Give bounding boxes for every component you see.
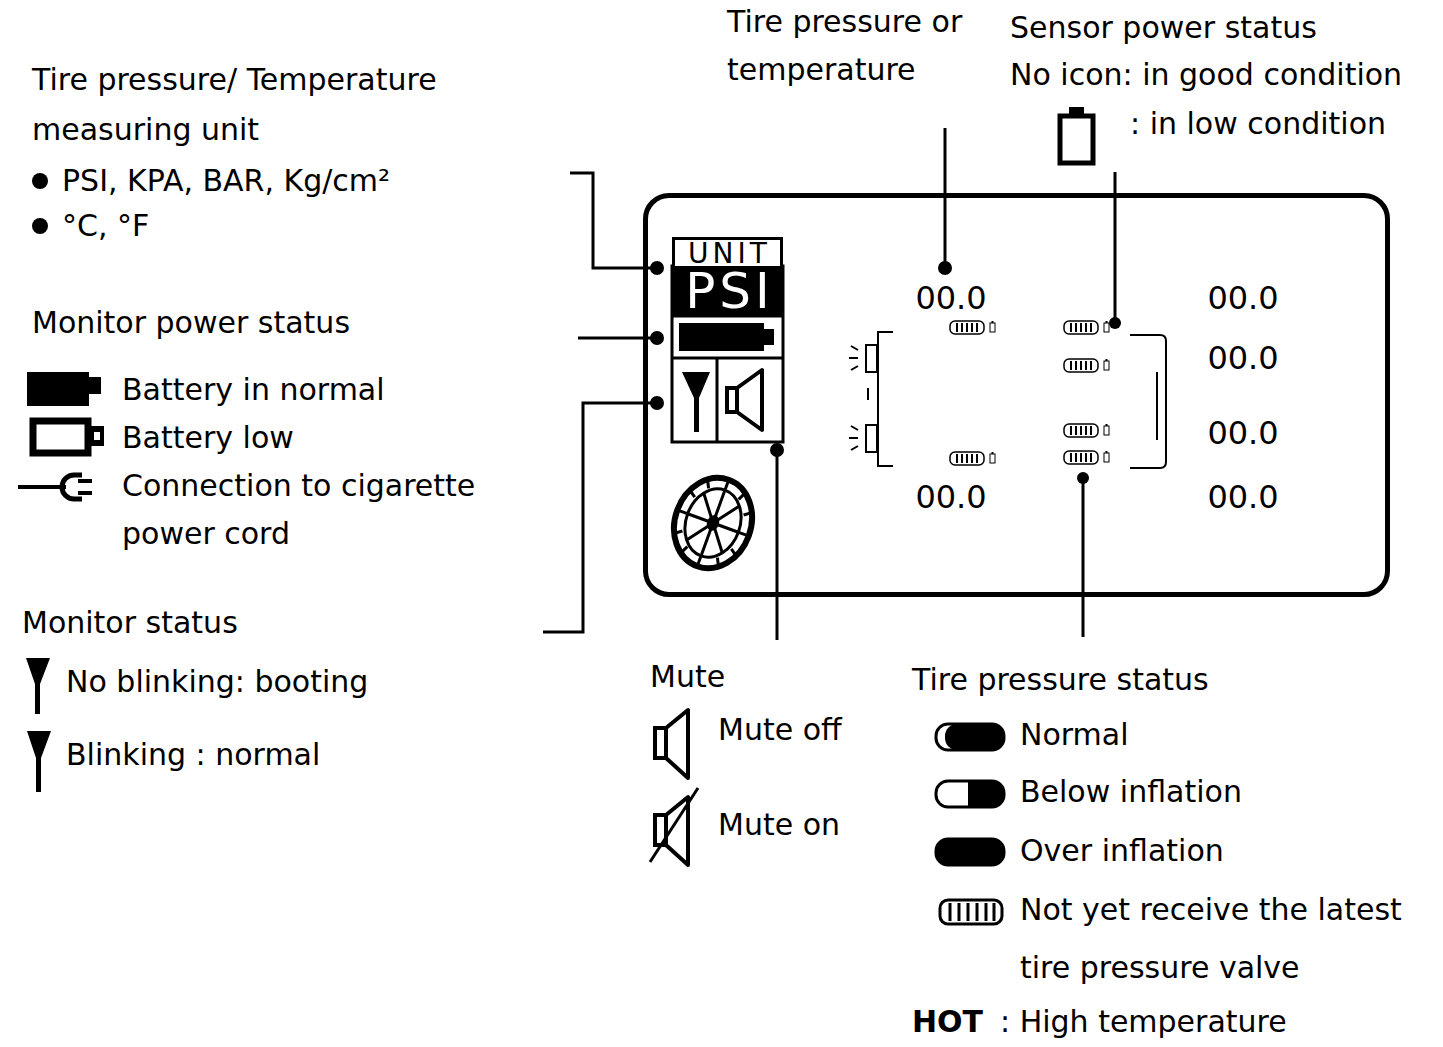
legend-text: Normal [1020,710,1129,760]
panel-frame [672,266,783,442]
callout-heading: Monitor status [22,598,238,648]
bullet-dot [32,173,48,189]
display-screen: UNITPSI 00.0 00.0 00.0 00.0 00.0 00.0 [643,193,1390,597]
legend-text: Connection to cigarette power cord [122,462,522,558]
legend-text: Mute on [718,800,840,850]
battery-low-icon [33,421,88,453]
status-low-icon [936,781,1004,807]
callout-heading: Tire pressure status [912,655,1209,705]
callout-heading: Monitor power status [32,298,350,348]
bullet-dot [32,218,48,234]
reading-value: 00.0 [915,279,986,317]
alert-rays [849,346,858,450]
legend-text: Battery in normal [122,365,385,415]
reading-value: 00.0 [1207,478,1278,516]
callout-heading: Tire pressure or temperature [727,0,997,94]
plug-prongs [78,481,92,493]
battery-low-nub-hole [94,432,100,440]
hot-marker: HOT [912,997,983,1047]
sensor-battery-nub [1069,107,1084,116]
leader-dot [650,261,664,275]
legend-text: Blinking : normal [66,730,320,780]
reading-value: 00.0 [1207,339,1278,377]
legend-text: Not yet receive the latest tire pressure… [1020,881,1435,997]
legend-text: : in low condition [1130,99,1386,149]
legend-text: No icon: in good condition [1010,50,1402,100]
speaker-cone [666,710,688,778]
unit-value: PSI [672,266,783,316]
battery-full-icon [27,372,101,406]
leader-dot [650,331,664,345]
legend-text: Below inflation [1020,767,1242,817]
leader-line [776,455,779,640]
antenna-icon [27,731,51,792]
unit-header: UNIT [672,237,783,267]
battery-full-icon [679,323,774,351]
status-icon [950,321,995,334]
unit-caption: UNIT [684,241,771,267]
axle-bracket [1130,335,1166,468]
antenna-icon [682,372,710,432]
status-waiting-icon [940,900,1002,924]
status-icon [1064,424,1109,437]
bullet-item: °C, °F [62,201,149,251]
status-icon [1064,321,1109,334]
axle-bracket [878,332,893,466]
leader-dot [1077,472,1089,484]
callout-heading: Sensor power status [1010,3,1317,53]
axle-mark [1156,372,1158,440]
status-over-icon [936,839,1004,865]
leader-dot [1109,317,1121,329]
wheel-tyre [662,467,765,579]
speaker-cone [737,370,762,430]
panel-dividers [672,316,783,442]
tire-icon [866,425,877,452]
leader-dot [770,443,784,457]
mute-slash [650,788,698,862]
reading-value: 00.0 [915,478,986,516]
status-low-fill [968,781,1004,807]
status-icon [1064,451,1109,464]
leader-line [1082,483,1085,637]
tire-icon [866,345,877,372]
unit-symbol: PSI [681,269,774,313]
leader-dot [650,396,664,410]
legend-text: : High temperature [1000,997,1287,1047]
reading-value: 00.0 [1207,279,1278,317]
antenna-icon [26,658,50,714]
plug-body [62,475,82,499]
axle-mark [867,388,869,400]
leader-line [543,403,652,632]
leader-line [578,337,652,340]
wheel-icon [662,467,765,579]
legend-text: Over inflation [1020,826,1224,876]
status-waiting-stripes [950,903,994,921]
status-normal-fill [945,724,1004,750]
legend-text: Mute off [718,705,842,755]
leader-dot [938,261,952,275]
leader-line [570,173,652,268]
status-icon [1064,359,1109,372]
wheel-rim [676,481,751,565]
wheel-tread [663,468,763,578]
callout-heading: Tire pressure/ Temperature measuring uni… [32,55,512,155]
status-normal-icon [936,724,1004,750]
callout-heading: Mute [650,652,725,702]
wheel-spokes [676,481,751,565]
sensor-battery-icon [1060,116,1093,163]
legend-text: Battery low [122,413,294,463]
reading-value: 00.0 [1207,414,1278,452]
status-icon [950,452,995,465]
wheel-hub [705,513,722,532]
plug-cord [18,485,66,489]
battery-low-nub [91,426,104,446]
legend-text: No blinking: booting [66,657,368,707]
bullet-item: PSI, KPA, BAR, Kg/cm² [62,156,390,206]
